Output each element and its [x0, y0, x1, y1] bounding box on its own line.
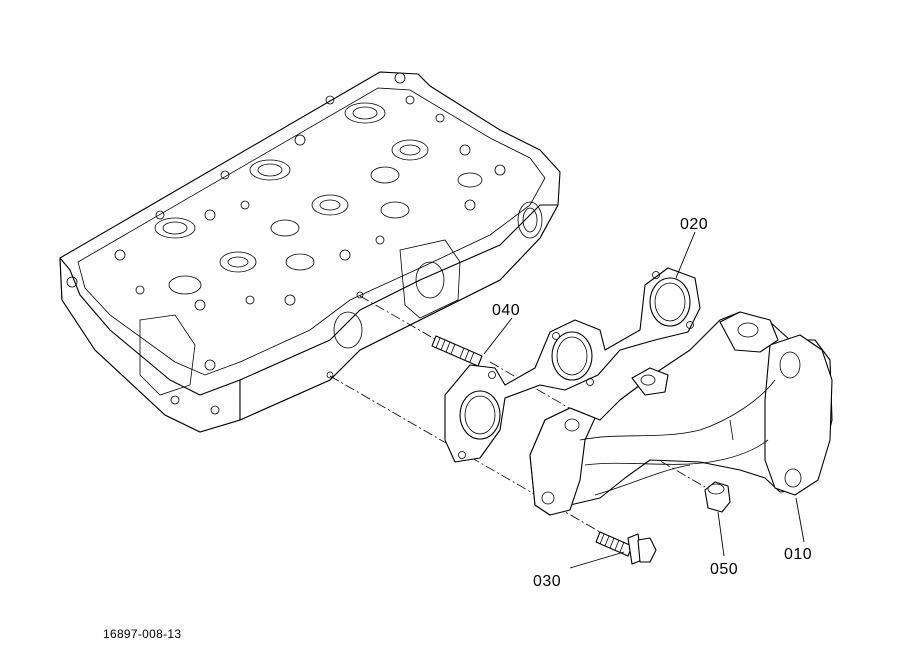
cylinder-head: [59, 71, 561, 433]
stud-bolt-040: [431, 335, 483, 367]
part-label-020: 020: [680, 216, 708, 233]
part-label-010: 010: [784, 546, 812, 563]
leader-lines: [483, 231, 805, 569]
figure-id: 16897-008-13: [103, 627, 181, 641]
exhaust-manifold-010: [529, 311, 833, 516]
part-label-040: 040: [492, 302, 520, 319]
nut-050: [704, 481, 731, 513]
gasket-020: [444, 267, 701, 463]
flange-bolt-030: [595, 531, 657, 565]
part-label-050: 050: [710, 561, 738, 578]
part-label-030: 030: [533, 573, 561, 590]
